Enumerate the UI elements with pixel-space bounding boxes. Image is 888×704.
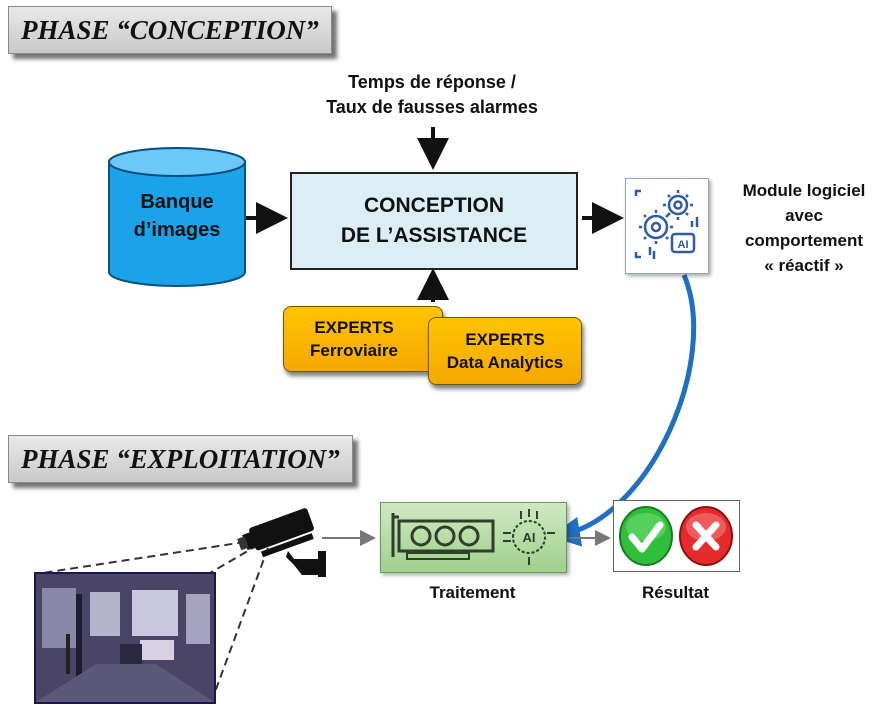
database-line2: d’images (133, 219, 221, 241)
database-line1: Banque (140, 191, 214, 213)
module-line3: comportement (744, 231, 864, 250)
processing-box: AI (380, 502, 567, 573)
constraints-label: Temps de réponse / Taux de fausses alarm… (290, 70, 574, 120)
constraints-line2: Taux de fausses alarmes (326, 97, 538, 117)
camera-view-line (35, 539, 259, 575)
expert-railway-box: EXPERTS Ferroviaire (283, 306, 443, 372)
security-camera-icon (237, 508, 326, 577)
camera-view-line (211, 547, 269, 700)
expert-data-line2: Data Analytics (446, 353, 564, 372)
svg-text:AI: AI (678, 239, 689, 251)
module-line1: Module logiciel (742, 181, 866, 200)
module-description: Module logiciel avec comportement « réac… (720, 178, 888, 278)
constraints-line1: Temps de réponse / (348, 72, 516, 92)
green-check-icon (619, 506, 673, 566)
gear-ai-icon: AI (634, 189, 699, 259)
conception-line1: CONCEPTION (363, 194, 504, 217)
software-module-box: AI (625, 178, 709, 274)
expert-railway-line1: EXPERTS (314, 318, 394, 337)
conception-box: CONCEPTION DE L’ASSISTANCE (290, 172, 578, 270)
phase-exploitation-label: PHASE “EXPLOITATION” (8, 435, 353, 483)
result-box (613, 500, 740, 572)
expert-data-line1: EXPERTS (465, 330, 545, 349)
ai-chip-text: AI (523, 530, 536, 545)
gpu-card-icon (391, 513, 495, 560)
arrow-module-to-processing (550, 274, 696, 547)
ai-chip-icon: AI (503, 509, 555, 565)
phase-conception-label: PHASE “CONCEPTION” (8, 6, 332, 54)
train-interior-photo (34, 572, 216, 704)
module-line2: avec (785, 206, 823, 225)
processing-label: Traitement (429, 583, 516, 602)
camera-view-line (209, 544, 259, 574)
image-database-cylinder (108, 147, 246, 287)
expert-data-box: EXPERTS Data Analytics (428, 317, 582, 385)
database-label: Banque d’images (107, 188, 247, 244)
result-label: Résultat (641, 583, 710, 602)
module-line4: « réactif » (764, 256, 844, 275)
conception-line2: DE L’ASSISTANCE (340, 224, 528, 247)
expert-railway-line2: Ferroviaire (310, 341, 398, 360)
red-cross-icon (679, 506, 733, 566)
